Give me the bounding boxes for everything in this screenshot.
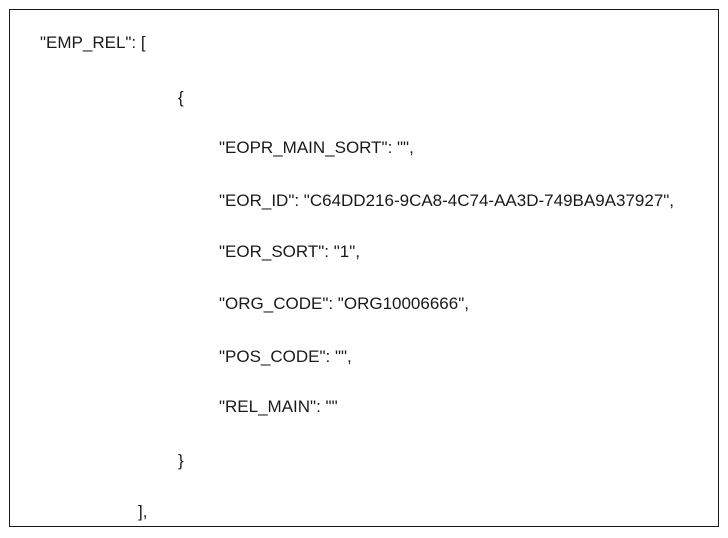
code-line-emp-rel-open: "EMP_REL": [ <box>40 33 146 52</box>
code-line-eor-id: "EOR_ID": "C64DD216-9CA8-4C74-AA3D-749BA… <box>219 191 675 210</box>
code-line-object-open: { <box>178 88 184 107</box>
code-line-object-close: } <box>178 451 184 470</box>
code-line-rel-main: "REL_MAIN": "" <box>219 397 338 416</box>
code-frame: "EMP_REL": [ { "EOPR_MAIN_SORT": "", "EO… <box>9 9 719 527</box>
code-line-org-code: "ORG_CODE": "ORG10006666", <box>219 294 469 313</box>
code-line-array-close: ], <box>138 502 148 521</box>
code-line-eor-sort: "EOR_SORT": "1", <box>219 242 360 261</box>
code-line-pos-code: "POS_CODE": "", <box>219 347 352 366</box>
code-line-eopr-main-sort: "EOPR_MAIN_SORT": "", <box>219 138 414 157</box>
